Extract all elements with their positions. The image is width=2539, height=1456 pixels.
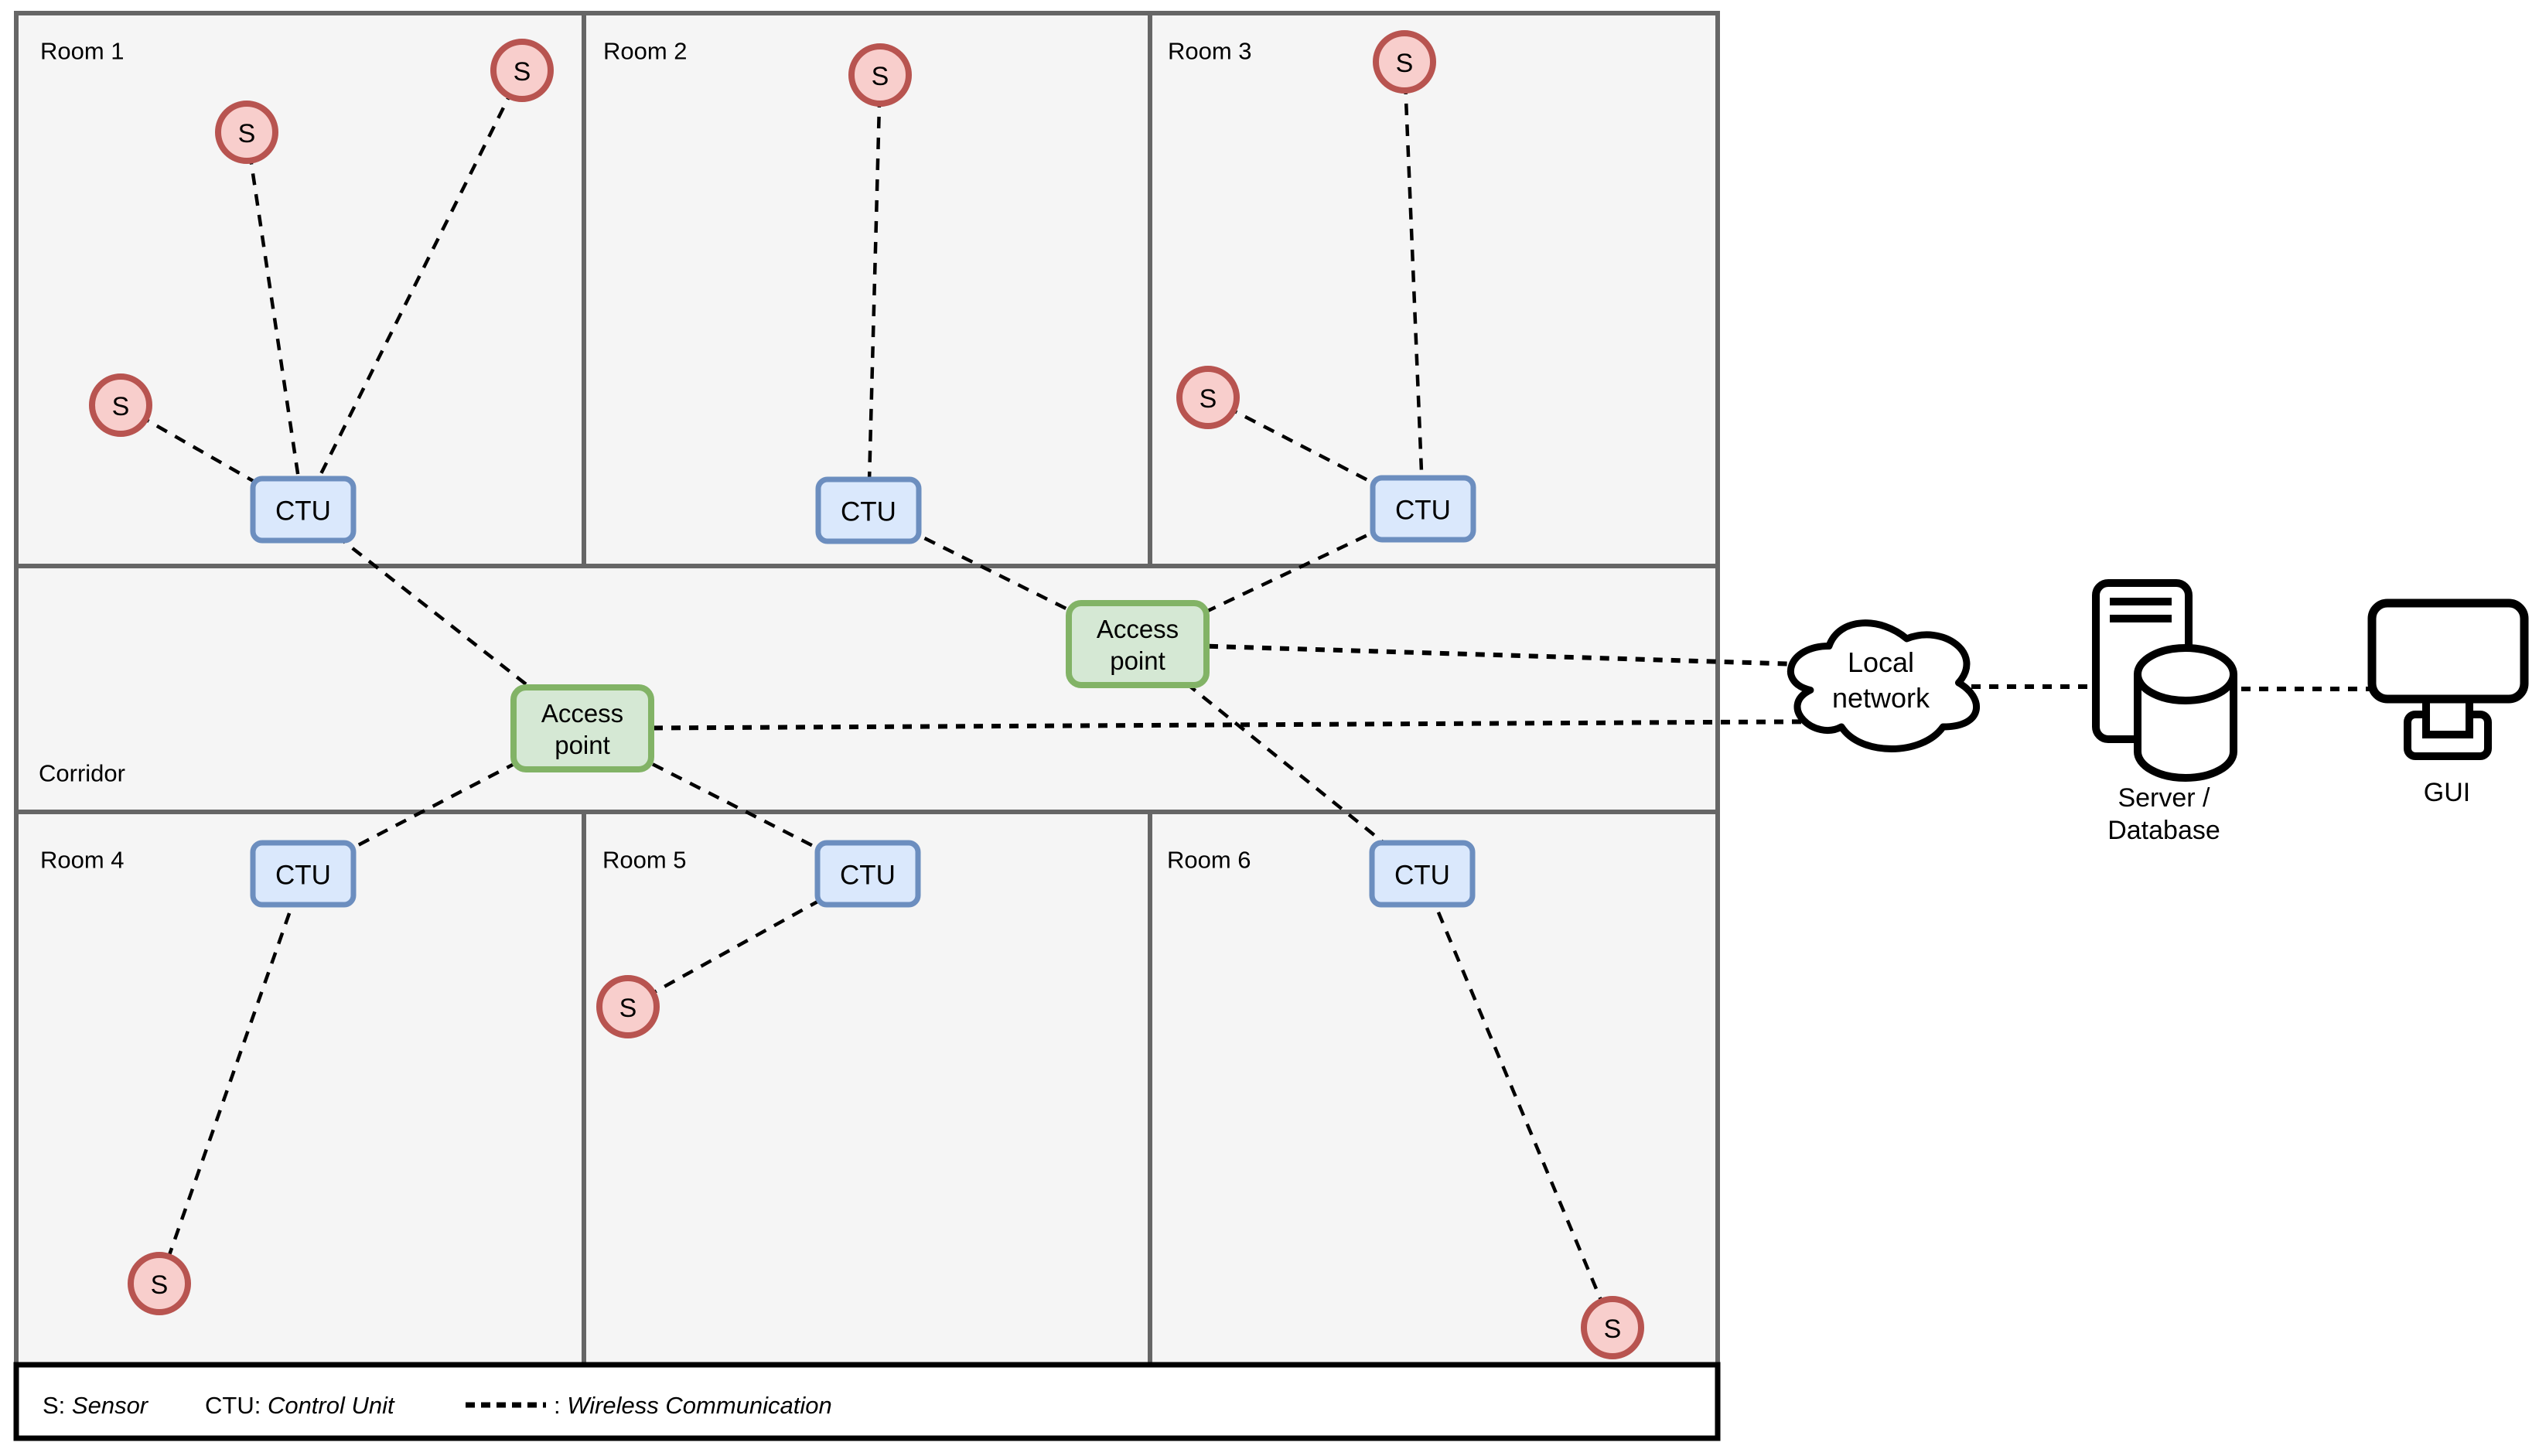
ctu-node: CTU (250, 476, 357, 544)
room-label-room6: Room 6 (1167, 847, 1251, 874)
ctu-label: CTU (841, 497, 896, 527)
sensor-node: S (848, 43, 912, 107)
sensor-node: S (1581, 1296, 1644, 1359)
ctu-label: CTU (1395, 496, 1451, 526)
sensor-label: S (1200, 384, 1217, 414)
ctu-node: CTU (1369, 840, 1476, 908)
ctu-box (250, 476, 357, 544)
sensor-circle (215, 101, 278, 164)
ctu-node: CTU (814, 840, 921, 908)
gui-label: GUI (2424, 778, 2470, 807)
wireless-link (626, 872, 869, 1008)
wireless-link (244, 131, 305, 510)
sensor-node: S (1176, 366, 1240, 429)
server-database: Server / Database (2092, 579, 2237, 845)
sensor-node: S (128, 1252, 191, 1315)
sensor-label: S (1604, 1314, 1622, 1344)
access-point-box (510, 684, 654, 772)
sensor-label: S (1396, 49, 1414, 78)
room-label-room1: Room 1 (40, 38, 125, 65)
ctu-node: CTU (1370, 475, 1476, 543)
legend: S: Sensor CTU: Control Unit : Wireless Com… (13, 1362, 1721, 1441)
floor-outline (14, 11, 1720, 1367)
legend-sensor: S: Sensor (43, 1392, 149, 1419)
gui-terminal: GUI (2367, 598, 2529, 807)
ctu-label: CTU (275, 496, 331, 527)
sensor-node: S (490, 39, 554, 102)
database-cylinder-top (2134, 644, 2237, 704)
sensor-node: S (215, 101, 278, 164)
legend-wireless: : Wireless Communication (554, 1392, 832, 1419)
sensor-label: S (112, 392, 130, 421)
sensor-circle (1373, 30, 1436, 94)
ctu-box (1370, 475, 1476, 543)
sensor-circle (89, 373, 152, 437)
sensor-circle (490, 39, 554, 102)
room-label-room3: Room 3 (1168, 38, 1252, 65)
ctu-box (815, 476, 922, 544)
network-link (1137, 642, 1853, 668)
sensor-circle (128, 1252, 191, 1315)
sensor-node: S (89, 373, 152, 437)
sensor-circle (1581, 1296, 1644, 1359)
room-label-room5: Room 5 (602, 847, 687, 874)
ctu-label: CTU (1394, 861, 1450, 891)
cloud-icon (1787, 619, 1980, 752)
sensor-circle (848, 43, 912, 107)
room-label-room4: Room 4 (40, 847, 125, 874)
sensor-label: S (238, 119, 256, 148)
ctu-label: CTU (840, 861, 896, 891)
room-label-corridor: Corridor (39, 760, 125, 787)
sensor-circle (596, 975, 660, 1038)
legend-ctu: CTU: Control Unit (205, 1392, 395, 1419)
server-database-label: Server / (2118, 783, 2210, 813)
ctu-label: CTU (275, 861, 331, 891)
sensor-label: S (514, 57, 531, 87)
server-database-label: Database (2107, 816, 2220, 845)
sensor-circle (1176, 366, 1240, 429)
room-label-room2: Room 2 (603, 38, 688, 65)
sensor-node: S (1373, 30, 1436, 94)
ctu-box (250, 840, 357, 908)
sensor-label: S (872, 62, 889, 91)
access-point-box (1066, 600, 1210, 688)
sensor-label: S (619, 994, 637, 1023)
legend-box (13, 1362, 1721, 1441)
monitor-stand-icon (2422, 695, 2473, 738)
ctu-box (814, 840, 921, 908)
ctu-box (1369, 840, 1476, 908)
sensor-node: S (596, 975, 660, 1038)
wireless-link (157, 873, 305, 1284)
ctu-node: CTU (250, 840, 357, 908)
ctu-node: CTU (815, 476, 922, 544)
sensor-label: S (151, 1270, 169, 1300)
wireless-link (866, 74, 882, 511)
network-link (582, 719, 1853, 731)
monitor-screen-icon (2367, 598, 2529, 704)
